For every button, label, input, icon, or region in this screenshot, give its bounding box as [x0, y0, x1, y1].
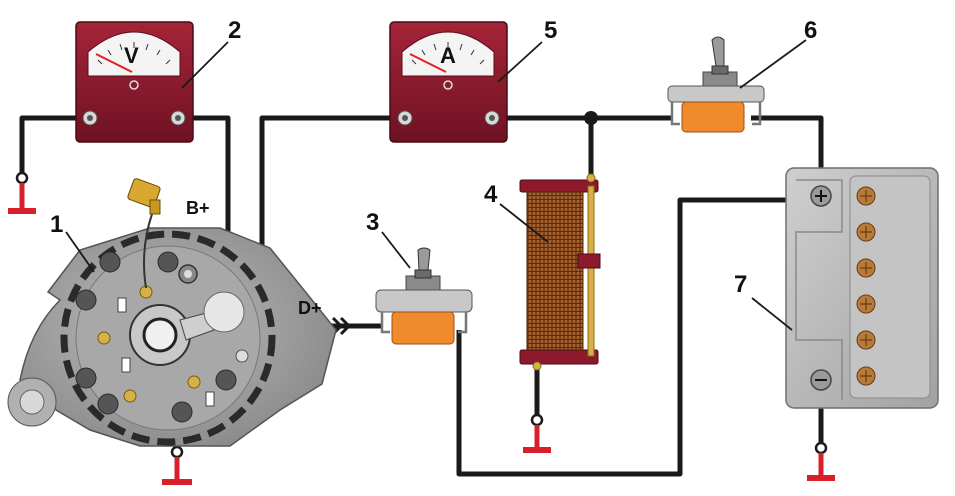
- ammeter-symbol: A: [440, 43, 456, 68]
- voltmeter-terminal-left: [82, 110, 98, 126]
- alternator: [7, 178, 337, 447]
- ammeter-terminal-left: [397, 110, 413, 126]
- switch-main: [667, 36, 765, 133]
- toggle-lever-icon: [417, 247, 431, 271]
- battery-positive-terminal-icon: [810, 185, 832, 207]
- label-alternator: 1: [50, 211, 63, 238]
- ground-icon: [807, 441, 835, 481]
- label-rheostat: 4: [484, 181, 498, 208]
- wire-junction: [584, 111, 598, 125]
- leader-lines: [65, 39, 807, 331]
- label-battery: 7: [734, 271, 747, 298]
- voltmeter-terminal-right: [170, 110, 186, 126]
- label-switch-excitation: 3: [366, 209, 379, 236]
- bplus-terminal: [178, 264, 198, 284]
- switch-excitation: [375, 247, 473, 345]
- ammeter-terminal-right: [484, 110, 500, 126]
- label-switch-main: 6: [804, 17, 817, 44]
- ground-icon: [8, 171, 36, 214]
- battery-negative-terminal-icon: [810, 369, 832, 391]
- ground-symbols: [8, 171, 835, 485]
- voltmeter: V: [75, 21, 194, 143]
- connector-plug-icon: [127, 178, 161, 215]
- ammeter: A: [389, 21, 508, 143]
- toggle-lever-icon: [711, 36, 725, 67]
- wire-battery-switch3: [456, 197, 821, 477]
- label-ammeter: 5: [544, 17, 557, 44]
- ground-icon: [162, 445, 192, 485]
- terminal-label-dplus: D+: [298, 298, 322, 318]
- label-voltmeter: 2: [228, 17, 241, 44]
- battery: [785, 167, 939, 409]
- terminal-label-bplus: B+: [186, 198, 210, 218]
- wire-voltmeter-ground: [19, 115, 90, 178]
- voltmeter-symbol: V: [124, 43, 139, 68]
- ground-icon: [523, 413, 551, 453]
- rheostat: [519, 173, 601, 371]
